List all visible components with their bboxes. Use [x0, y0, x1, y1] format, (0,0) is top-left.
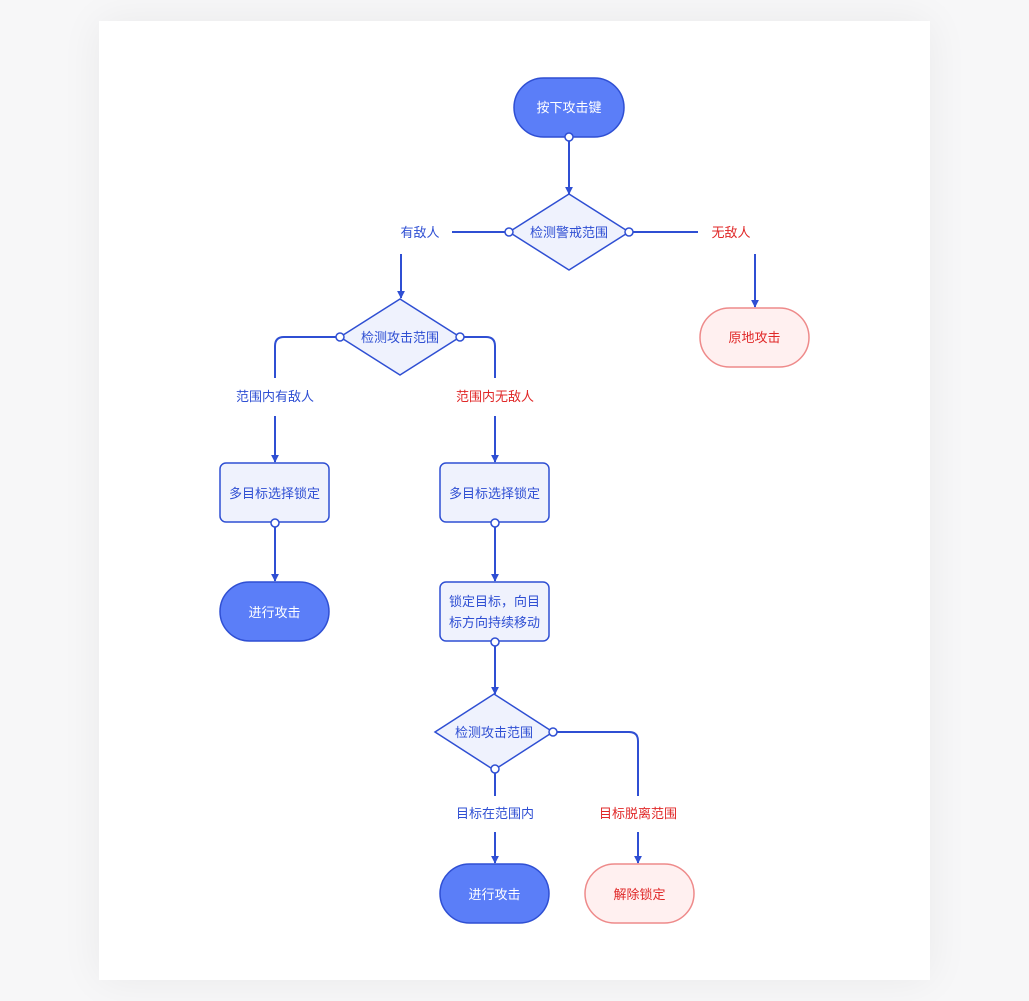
edge-label-in-range-no-enemy: 范围内无敌人 — [456, 389, 534, 405]
node-check-attack-1: 检测攻击范围 — [338, 298, 462, 376]
node-attack-left: 进行攻击 — [219, 581, 330, 642]
node-attack-bottom: 进行攻击 — [439, 863, 550, 924]
edge-check1-right — [460, 336, 496, 378]
node-check-alert-label: 检测警戒范围 — [530, 225, 608, 241]
node-check-attack-1-label: 检测攻击范围 — [361, 331, 439, 346]
node-attack-left-label: 进行攻击 — [248, 606, 300, 621]
node-check-attack-2: 检测攻击范围 — [433, 693, 555, 771]
node-check-attack-2-label: 检测攻击范围 — [455, 726, 533, 741]
node-start: 按下攻击键 — [513, 77, 625, 138]
node-multi-select-right: 多目标选择锁定 — [439, 462, 550, 523]
edge-label-has-enemy: 有敌人 — [400, 226, 439, 241]
port-dot — [490, 637, 500, 647]
edge-label-target-in-range: 目标在范围内 — [456, 806, 534, 822]
edge-check2-right — [553, 731, 639, 796]
port-dot — [548, 727, 558, 737]
edge-label-in-range-has-enemy: 范围内有敌人 — [236, 389, 314, 405]
node-multi-select-left-label: 多目标选择锁定 — [229, 486, 320, 502]
port-dot — [564, 132, 574, 142]
node-unlock: 解除锁定 — [584, 863, 695, 924]
port-dot — [270, 518, 280, 528]
edge-check1-left — [274, 336, 340, 378]
node-check-alert: 检测警戒范围 — [507, 193, 631, 271]
port-dot — [455, 332, 465, 342]
node-multi-select-right-label: 多目标选择锁定 — [449, 486, 540, 502]
node-lock-move-line2: 标方向持续移动 — [449, 615, 540, 631]
port-dot — [335, 332, 345, 342]
port-dot — [624, 227, 634, 237]
port-dot — [504, 227, 514, 237]
node-attack-bottom-label: 进行攻击 — [468, 888, 520, 903]
node-multi-select-left: 多目标选择锁定 — [219, 462, 330, 523]
port-dot — [490, 764, 500, 774]
port-dot — [490, 518, 500, 528]
edge-label-no-enemy: 无敌人 — [711, 226, 750, 241]
node-lock-move: 锁定目标，向目 标方向持续移动 — [439, 581, 550, 642]
node-unlock-label: 解除锁定 — [613, 887, 665, 903]
node-attack-in-place: 原地攻击 — [699, 307, 810, 368]
edge-label-target-out-of-range: 目标脱离范围 — [599, 806, 677, 822]
node-lock-move-line1: 锁定目标，向目 — [449, 594, 540, 610]
node-attack-in-place-label: 原地攻击 — [728, 331, 780, 346]
node-start-label: 按下攻击键 — [536, 101, 601, 116]
